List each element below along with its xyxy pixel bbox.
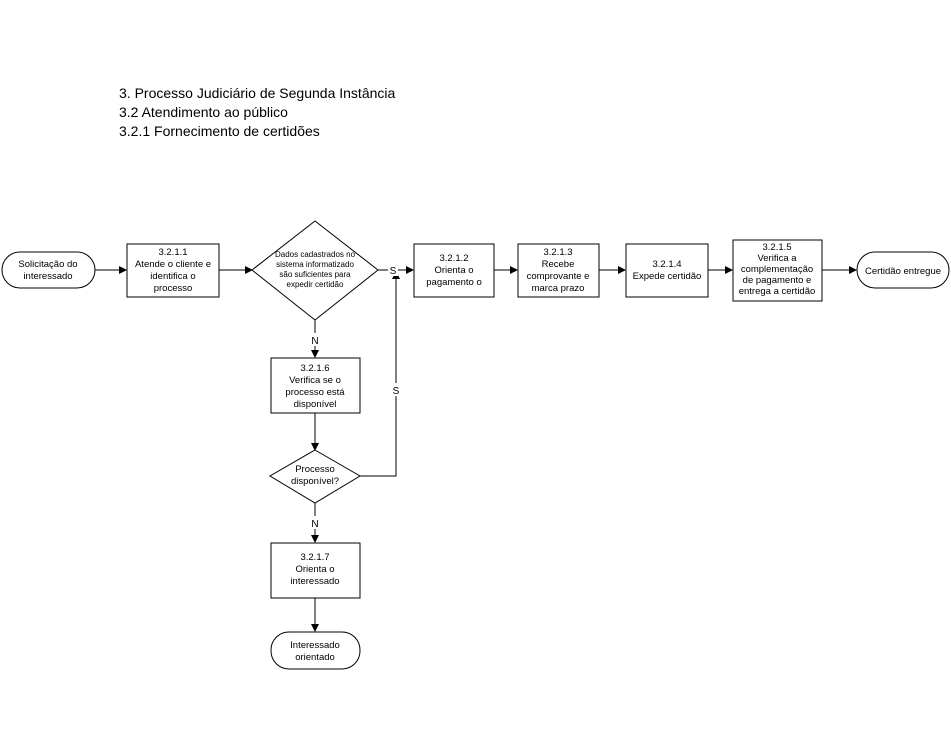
end-terminator-certidao [856, 251, 950, 289]
task-3-2-1-5 [732, 239, 823, 302]
task-3-2-1-6 [270, 357, 361, 414]
task-3-2-1-3 [517, 243, 600, 298]
node-text: Orienta o [434, 265, 473, 276]
node-text: de pagamento e [743, 275, 812, 286]
decision-dados-cadastrados [251, 220, 379, 321]
node-text: interessado [23, 271, 72, 282]
edge-label-s-1: S [390, 266, 397, 277]
header-line-3: 3.2.1 Fornecimento de certidões [119, 123, 320, 139]
node-text: orientado [295, 652, 335, 663]
node-text: Verifica a [757, 253, 797, 264]
node-text: pagamento o [426, 277, 481, 288]
node-text: Atende o cliente e [135, 259, 211, 270]
node-text: marca prazo [532, 283, 585, 294]
node-text: Interessado [290, 640, 340, 651]
node-text: processo está [285, 387, 345, 398]
start-terminator [1, 251, 96, 289]
node-text: Orienta o [295, 564, 334, 575]
node-text: Processo [295, 464, 335, 475]
node-text: Recebe [542, 259, 575, 270]
node-text: Verifica se o [289, 375, 341, 386]
edge-decision2-loop-back [360, 271, 400, 477]
task-3-2-1-2 [413, 243, 495, 298]
node-text: 3.2.1.5 [762, 242, 791, 253]
node-text: Certidão entregue [865, 266, 941, 277]
edge-label-s-2: S [393, 386, 400, 397]
task-3-2-1-7 [270, 542, 361, 599]
edge-label-n-1: N [311, 336, 318, 347]
node-text: 3.2.1.6 [300, 363, 329, 374]
header-line-1: 3. Processo Judiciário de Segunda Instân… [119, 85, 396, 101]
node-text: disponível? [291, 476, 339, 487]
svg-text:Certidão entregue: Certidão entregue [865, 266, 941, 277]
node-text: comprovante e [527, 271, 590, 282]
node-text: sistema informatizado [276, 260, 354, 269]
node-text: são suficientes para [279, 270, 351, 279]
node-text: complementação [741, 264, 813, 275]
node-text: 3.2.1.2 [439, 253, 468, 264]
node-text: 3.2.1.7 [300, 552, 329, 563]
node-text: disponível [294, 399, 337, 410]
node-text: entrega a certidão [739, 286, 816, 297]
node-text: processo [154, 283, 193, 294]
node-text: Solicitação do [18, 259, 77, 270]
node-text: identifica o [150, 271, 195, 282]
node-text: interessado [290, 576, 339, 587]
node-text: 3.2.1.1 [158, 247, 187, 258]
end-terminator-interessado [270, 631, 361, 670]
node-text: Dados cadastrados no [275, 250, 356, 259]
node-text: 3.2.1.3 [543, 247, 572, 258]
task-3-2-1-4 [625, 243, 709, 298]
node-text: expedir certidão [287, 280, 344, 289]
task-3-2-1-1 [126, 243, 220, 298]
edge-label-n-2: N [311, 519, 318, 530]
decision-processo-disponivel [269, 449, 361, 504]
node-text: Expede certidão [633, 271, 702, 282]
node-text: 3.2.1.4 [652, 259, 681, 270]
page-header: 3. Processo Judiciário de Segunda Instân… [119, 84, 395, 141]
header-line-2: 3.2 Atendimento ao público [119, 104, 288, 120]
